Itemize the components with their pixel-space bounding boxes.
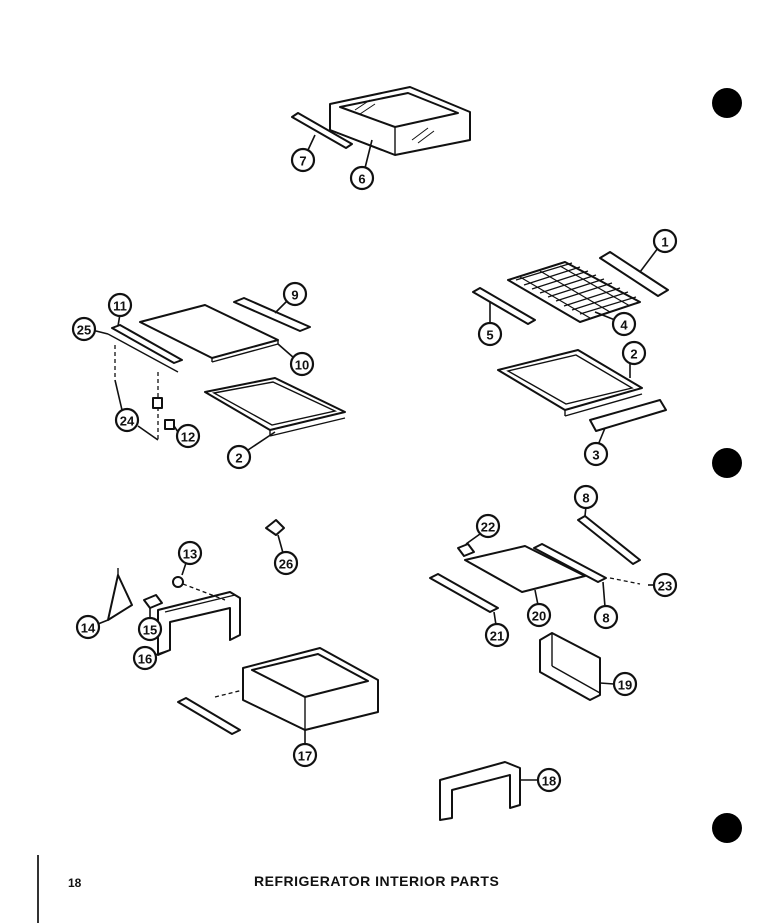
- callout-4-label: 4: [620, 318, 628, 333]
- callout-10: 10: [277, 343, 315, 377]
- callout-24: 24: [114, 379, 159, 441]
- shelf-frame-right: [497, 349, 643, 417]
- callout-5-label: 5: [486, 328, 493, 343]
- callout-14: 14: [75, 614, 109, 640]
- callout-7-label: 7: [299, 154, 306, 169]
- cover-mid-rail-right: [533, 543, 641, 585]
- callout-25-label: 25: [77, 323, 91, 338]
- callout-10-label: 10: [295, 358, 309, 373]
- wire-shelf: [507, 261, 641, 323]
- crisper-rail-top: [291, 112, 353, 149]
- callout-11: 11: [107, 292, 133, 327]
- crisper-rail-lower: [177, 697, 241, 735]
- shelf-support-right: [589, 399, 667, 432]
- bumper: [172, 576, 226, 601]
- callout-20: 20: [526, 589, 552, 628]
- callout-8-bottom-label: 8: [602, 611, 609, 626]
- binder-hole-bottom: [712, 813, 742, 843]
- callout-18: 18: [520, 767, 562, 793]
- callout-11-label: 11: [113, 299, 127, 314]
- cover-support: [107, 568, 133, 621]
- callout-20-label: 20: [532, 609, 546, 624]
- callout-2-left-label: 2: [235, 451, 242, 466]
- callout-8-top: 8: [573, 484, 599, 517]
- callout-13: 13: [177, 540, 203, 576]
- cover-rear-rail-right: [577, 515, 641, 565]
- callout-8-top-label: 8: [582, 491, 589, 506]
- cover-front-rail-right: [429, 573, 499, 613]
- callout-5: 5: [477, 302, 503, 347]
- crisper-front-panel: [539, 632, 601, 701]
- callout-3: 3: [583, 427, 609, 467]
- callout-24-label: 24: [120, 414, 135, 429]
- callout-7: 7: [290, 134, 316, 173]
- callout-12-label: 12: [181, 430, 195, 445]
- callout-9: 9: [274, 281, 308, 314]
- callout-12: 12: [173, 423, 201, 449]
- page-title: REFRIGERATOR INTERIOR PARTS: [254, 873, 500, 889]
- binder-hole-middle: [712, 448, 742, 478]
- callout-23-label: 23: [658, 579, 672, 594]
- callout-1-label: 1: [661, 235, 668, 250]
- callout-15: 15: [137, 608, 163, 642]
- callout-1: 1: [639, 228, 678, 273]
- callout-16: 16: [132, 645, 171, 671]
- callout-17-label: 17: [298, 749, 312, 764]
- binder-hole-top: [712, 88, 742, 118]
- cover-clip: [457, 543, 475, 557]
- callout-4: 4: [594, 311, 637, 337]
- callout-26-label: 26: [279, 557, 293, 572]
- callout-2-right-label: 2: [630, 347, 637, 362]
- callout-25: 25: [71, 316, 109, 342]
- crisper-cover-right: [464, 545, 586, 593]
- callout-13-label: 13: [183, 547, 197, 562]
- crisper-slide-bracket: [157, 591, 241, 656]
- shelf-frame-left: [204, 377, 346, 437]
- callout-15-label: 15: [143, 623, 157, 638]
- callout-21: 21: [484, 611, 510, 648]
- crisper-cover-glass: [139, 304, 279, 363]
- callout-23: 23: [648, 572, 678, 598]
- callout-14-label: 14: [81, 621, 96, 636]
- callout-22-label: 22: [481, 520, 495, 535]
- callout-2-right: 2: [621, 340, 647, 378]
- callout-16-label: 16: [138, 652, 152, 667]
- callout-9-label: 9: [291, 288, 298, 303]
- callout-2-left: 2: [226, 431, 276, 470]
- wire-shelf-rear-rail: [599, 251, 669, 297]
- callout-22: 22: [465, 513, 501, 545]
- cover-front-trim: [107, 324, 183, 373]
- callout-18-label: 18: [542, 774, 556, 789]
- bracket-clip: [143, 594, 163, 609]
- mounting-screws-left: [114, 345, 175, 440]
- crisper-pan-lower: [214, 647, 379, 731]
- wire-shelf-front-rail: [472, 287, 536, 325]
- cover-rear-trim: [233, 297, 311, 332]
- crisper-support-bracket: [439, 761, 521, 821]
- callout-26: 26: [273, 534, 299, 576]
- callout-3-label: 3: [592, 448, 599, 463]
- callout-8-bottom: 8: [593, 581, 619, 630]
- callout-19: 19: [599, 671, 638, 697]
- callout-21-label: 21: [490, 629, 504, 644]
- callout-19-label: 19: [618, 678, 632, 693]
- callout-17: 17: [292, 730, 318, 768]
- shelf-clip: [265, 519, 285, 536]
- callout-6-label: 6: [358, 172, 365, 187]
- callout-6: 6: [349, 139, 375, 191]
- crisper-pan-top: [329, 86, 471, 156]
- page-number: 18: [68, 876, 82, 890]
- margin-line: [37, 855, 39, 923]
